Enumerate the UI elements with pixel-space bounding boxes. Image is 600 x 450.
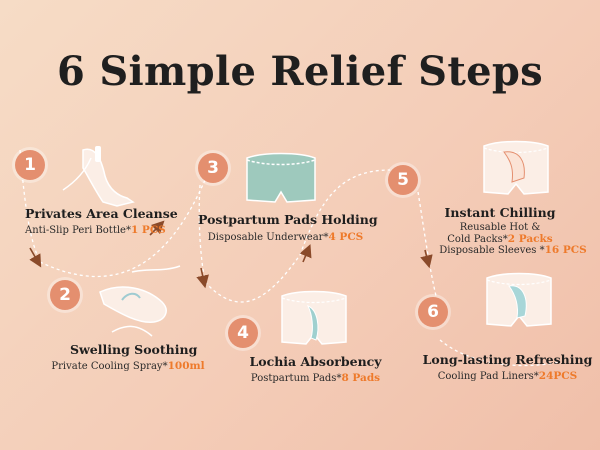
step-5-badge: 5 [388, 165, 418, 195]
step-4-subtitle: Postpartum Pads*8 Pads [228, 372, 403, 385]
step-1-qty: 1 PCS [130, 224, 166, 236]
step-5-title: Instant Chilling [444, 205, 556, 220]
step-4-title: Lochia Absorbency [249, 354, 382, 369]
underwear-pad-icon [281, 290, 347, 345]
step-1-badge: 1 [15, 150, 45, 180]
arrow-2-3 [149, 220, 165, 236]
step-6-badge: 6 [418, 297, 448, 327]
step-2-subtitle: Private Cooling Spray*100ml [38, 360, 218, 373]
step-3-subtitle: Disposable Underwear*4 PCS [198, 231, 373, 244]
step-6-title: Long-lasting Refreshing [422, 352, 593, 367]
step-2-item: Private Cooling Spray [51, 361, 163, 372]
step-2-badge: 2 [50, 280, 80, 310]
step-4-qty: 8 Pads [341, 372, 381, 384]
page-title: 6 Simple Relief Steps [57, 48, 543, 95]
arrow-1-2 [29, 247, 42, 268]
step-1-subtitle: Anti-Slip Peri Bottle*1 PCS [25, 224, 166, 237]
step-5-item-line2: Cold Packs*2 Packs [420, 233, 580, 246]
pad-liner-icon [486, 272, 552, 327]
legs-spray-icon [99, 265, 181, 337]
step-3-title: Postpartum Pads Holding [198, 212, 378, 227]
step-1-sep: * [125, 225, 131, 236]
step-3-item: Disposable Underwear [207, 232, 324, 243]
step-4-item: Postpartum Pads [250, 373, 337, 384]
step-6-subtitle: Cooling Pad Liners*24PCS [420, 370, 595, 383]
arrow-3-4 [196, 267, 209, 289]
legs-shower-icon [62, 146, 135, 207]
step-3-badge: 3 [198, 153, 228, 183]
step-3-sep: * [323, 232, 329, 243]
step-5-qty2: 16 PCS [544, 244, 587, 256]
step-5-qty: 2 Packs [507, 233, 553, 245]
step-5-item2: Disposable Sleeves [439, 245, 540, 256]
step-5-item-line1: Reusable Hot & [459, 222, 541, 233]
underwear-icon [246, 152, 316, 203]
step-6-item: Cooling Pad Liners [437, 371, 534, 382]
step-5-sep: * [502, 234, 508, 245]
step-6-qty: 24PCS [538, 370, 578, 382]
step-5-item-line3: Disposable Sleeves *16 PCS [428, 244, 598, 257]
step-2-sep: * [162, 361, 168, 372]
step-1-item: Anti-Slip Peri Bottle [25, 225, 126, 236]
step-5-item: Cold Packs [447, 234, 503, 245]
cold-pack-icon [483, 140, 549, 195]
step-1-title: Privates Area Cleanse [25, 206, 178, 221]
step-5-sep2: * [539, 245, 545, 256]
step-4-sep: * [336, 373, 342, 384]
step-2-title: Swelling Soothing [70, 342, 198, 357]
step-2-qty: 100ml [167, 360, 205, 372]
step-3-qty: 4 PCS [328, 231, 364, 243]
step-6-sep: * [533, 371, 539, 382]
arrow-5-6 [420, 249, 433, 269]
step-4-badge: 4 [228, 318, 258, 348]
arrow-4-5 [299, 244, 312, 263]
